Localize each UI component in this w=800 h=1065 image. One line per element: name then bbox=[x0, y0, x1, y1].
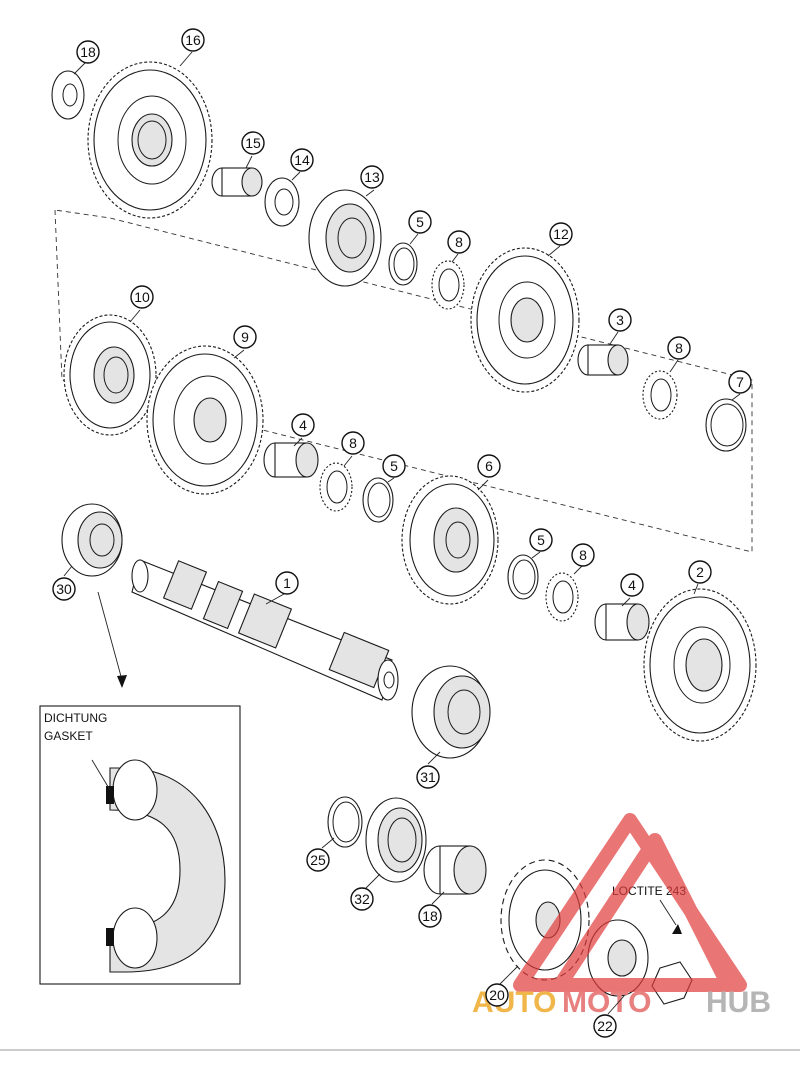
svg-text:13: 13 bbox=[364, 169, 380, 185]
callout-3: 3 bbox=[608, 308, 632, 332]
assembly-boundary-dashed bbox=[54, 209, 753, 553]
svg-text:20: 20 bbox=[489, 987, 505, 1003]
svg-text:14: 14 bbox=[294, 152, 310, 168]
callout-8-lower: 8 bbox=[571, 543, 595, 567]
part-5-circlip-upper bbox=[388, 242, 418, 286]
callout-25: 25 bbox=[306, 848, 330, 872]
part-2-gear bbox=[643, 588, 757, 742]
svg-text:15: 15 bbox=[245, 135, 261, 151]
callout-20: 20 bbox=[485, 983, 509, 1007]
callout-18: 18 bbox=[418, 904, 442, 928]
callout-22: 22 bbox=[593, 1014, 617, 1038]
watermark-text-moto: MOTO bbox=[562, 986, 651, 1019]
callout-8-upper: 8 bbox=[447, 230, 471, 254]
callout-1: 1 bbox=[275, 571, 299, 595]
part-13-gear bbox=[308, 189, 382, 287]
callout-17: 18 bbox=[76, 40, 100, 64]
part-9-gear bbox=[146, 345, 264, 495]
part-31-bearing bbox=[411, 665, 491, 759]
part-8-washer-middle bbox=[319, 462, 353, 512]
callout-4-middle: 4 bbox=[291, 413, 315, 437]
svg-text:9: 9 bbox=[241, 329, 249, 345]
svg-text:1: 1 bbox=[283, 575, 291, 591]
part-12-gear bbox=[470, 247, 580, 393]
svg-text:5: 5 bbox=[537, 532, 545, 548]
part-8-washer-right bbox=[642, 370, 678, 420]
part-14-washer bbox=[264, 177, 300, 227]
svg-text:7: 7 bbox=[736, 374, 744, 390]
part-5-circlip-lower bbox=[507, 554, 539, 600]
callout-30: 30 bbox=[52, 577, 76, 601]
watermark-text-hub: HUB bbox=[706, 986, 771, 1019]
svg-text:32: 32 bbox=[354, 891, 370, 907]
part-15-bearing bbox=[211, 167, 263, 197]
svg-text:25: 25 bbox=[310, 852, 326, 868]
svg-text:16: 16 bbox=[185, 32, 201, 48]
part-16-gear bbox=[87, 61, 213, 219]
svg-text:3: 3 bbox=[616, 312, 624, 328]
inset-label-gasket: GASKET bbox=[44, 729, 93, 743]
svg-text:2: 2 bbox=[696, 564, 704, 580]
callout-8-right: 8 bbox=[667, 336, 691, 360]
callout-5-upper: 5 bbox=[408, 210, 432, 234]
watermark-text-auto: AUTO bbox=[472, 986, 556, 1019]
svg-text:5: 5 bbox=[390, 458, 398, 474]
part-3-bearing bbox=[577, 344, 629, 376]
callout-5-lower: 5 bbox=[529, 528, 553, 552]
svg-text:6: 6 bbox=[485, 458, 493, 474]
svg-text:30: 30 bbox=[56, 581, 72, 597]
callout-12: 12 bbox=[549, 222, 573, 246]
svg-text:8: 8 bbox=[349, 435, 357, 451]
part-17-washer bbox=[51, 70, 85, 120]
part-4-bearing-lower bbox=[594, 603, 650, 641]
callout-10: 10 bbox=[130, 285, 154, 309]
inset-label-dichtung: DICHTUNG bbox=[44, 711, 107, 725]
callout-15: 15 bbox=[241, 131, 265, 155]
callout-2: 2 bbox=[688, 560, 712, 584]
inset-pointer-arrow bbox=[97, 591, 127, 688]
callout-32: 32 bbox=[350, 887, 374, 911]
svg-text:10: 10 bbox=[134, 289, 150, 305]
svg-text:4: 4 bbox=[299, 417, 307, 433]
part-6-gear bbox=[401, 475, 499, 605]
callout-5-middle: 5 bbox=[382, 454, 406, 478]
gasket-inset: DICHTUNG GASKET bbox=[39, 705, 241, 985]
part-8-washer-upper bbox=[431, 260, 465, 310]
svg-text:18: 18 bbox=[422, 908, 438, 924]
part-4-bearing-middle bbox=[263, 442, 319, 478]
part-18-spacer bbox=[423, 845, 487, 895]
callout-13: 13 bbox=[360, 165, 384, 189]
svg-text:8: 8 bbox=[455, 234, 463, 250]
callout-6: 6 bbox=[477, 454, 501, 478]
callout-4-lower: 4 bbox=[620, 573, 644, 597]
callout-31: 31 bbox=[416, 765, 440, 789]
part-8-washer-lower bbox=[545, 572, 579, 622]
svg-text:18: 18 bbox=[80, 44, 96, 60]
svg-text:5: 5 bbox=[416, 214, 424, 230]
callout-7: 7 bbox=[728, 370, 752, 394]
part-5-circlip-middle bbox=[362, 477, 394, 523]
svg-text:8: 8 bbox=[675, 340, 683, 356]
callout-14: 14 bbox=[290, 148, 314, 172]
callout-16: 16 bbox=[181, 28, 205, 52]
svg-text:31: 31 bbox=[420, 769, 436, 785]
part-25-oring bbox=[327, 796, 363, 848]
svg-text:8: 8 bbox=[579, 547, 587, 563]
watermark-logo: AUTO MOTO HUB bbox=[472, 813, 771, 1019]
part-32-seal bbox=[365, 797, 427, 883]
svg-text:22: 22 bbox=[597, 1018, 613, 1034]
callout-9: 9 bbox=[233, 325, 257, 349]
svg-text:4: 4 bbox=[628, 577, 636, 593]
svg-text:12: 12 bbox=[553, 226, 569, 242]
leader-lines bbox=[63, 51, 741, 1015]
callout-8-middle: 8 bbox=[341, 431, 365, 455]
part-1-shaft bbox=[131, 559, 399, 701]
part-30-bearing bbox=[61, 503, 123, 577]
part-10-gear bbox=[63, 314, 157, 436]
part-7-circlip bbox=[705, 398, 747, 452]
